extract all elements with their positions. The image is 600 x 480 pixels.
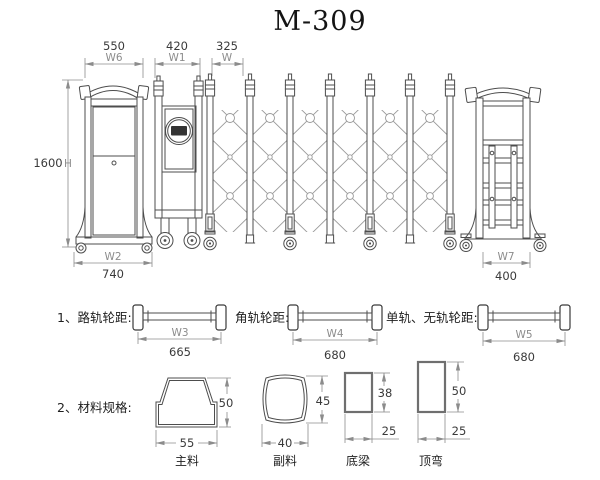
- wheelbase-label-angle: 角轨轮距:: [235, 310, 289, 325]
- retractable-post: [363, 73, 377, 251]
- profile-secondary-material: 45 40 副料: [261, 374, 331, 468]
- motor-width-dim: 420: [166, 39, 188, 53]
- left-post-height-var: H: [64, 158, 72, 170]
- right-post-base-dim: 400: [495, 269, 517, 283]
- profile-top-bend: 50 25 顶弯: [416, 360, 470, 468]
- bottom-beam-width-dim: 25: [382, 424, 397, 438]
- left-post-wheels: [75, 242, 153, 254]
- profile-bottom-beam: 38 25 底梁: [343, 371, 399, 468]
- wheelbase-var-w5: W5: [515, 329, 532, 341]
- scissor-lattice-joints: [225, 113, 435, 200]
- bottom-beam-height-dim: 38: [378, 386, 393, 400]
- profile-main-material: 50 55 主料: [155, 377, 234, 468]
- wheelbase-section: 1、路轨轮距: W3 665 角轨轮距: W4 680 单轨、无轨轮距: W5 …: [57, 304, 571, 364]
- right-end-post-view: W7 400: [459, 86, 547, 283]
- motor-unit-view: 420 W1: [153, 39, 204, 249]
- main-height-dim: 50: [219, 396, 234, 410]
- retractable-post: [203, 73, 217, 251]
- drawing-title: M-309: [273, 6, 366, 37]
- top-bend-name: 顶弯: [419, 453, 443, 468]
- left-end-post-view: 550 W6 1600 H W2 740: [33, 39, 153, 281]
- wheelbase-var-w4: W4: [326, 328, 343, 340]
- section-width-dim: 325: [216, 39, 238, 53]
- retractable-post: [443, 73, 457, 251]
- secondary-width-dim: 40: [278, 436, 293, 450]
- secondary-height-dim: 45: [316, 394, 331, 408]
- brand-badge: [171, 126, 187, 136]
- main-width-dim: 55: [180, 436, 195, 450]
- retractable-post: [244, 73, 256, 244]
- wheelbase-value-665: 665: [169, 345, 191, 359]
- motor-width-var: W1: [168, 52, 185, 64]
- right-post-base-var: W7: [497, 251, 514, 263]
- left-post-base-dim: 740: [102, 267, 124, 281]
- motor-wheels: [156, 232, 201, 249]
- secondary-material-name: 副料: [273, 454, 297, 468]
- left-post-width-dim: 550: [103, 39, 125, 53]
- retractable-post: [283, 73, 297, 251]
- retractable-post: [404, 73, 416, 244]
- top-bend-width-dim: 25: [452, 424, 467, 438]
- wheelbase-value-680a: 680: [324, 348, 346, 362]
- top-bend-height-dim: 50: [452, 384, 467, 398]
- wheelbase-var-w3: W3: [171, 327, 188, 339]
- left-post-base-var: W2: [104, 251, 121, 263]
- left-post-height-dim: 1600: [33, 156, 62, 170]
- section-width-var: W: [222, 52, 233, 64]
- logo-ring: [165, 117, 193, 145]
- materials-label: 2、材料规格:: [57, 400, 132, 415]
- wheelbase-label-trackless: 单轨、无轨轮距:: [386, 310, 478, 325]
- retractable-post: [324, 73, 336, 244]
- materials-section: 2、材料规格: 50 55 主料 45: [57, 360, 470, 468]
- right-post-wheels: [459, 233, 547, 252]
- wheelbase-label-rail: 1、路轨轮距:: [57, 310, 132, 325]
- panel-knob: [111, 160, 117, 166]
- bottom-beam-name: 底梁: [346, 453, 370, 468]
- retractable-section-view: 325 W: [203, 39, 457, 251]
- left-post-width-var: W6: [105, 52, 122, 64]
- wheelbase-value-680b: 680: [513, 350, 535, 364]
- main-material-name: 主料: [175, 454, 199, 468]
